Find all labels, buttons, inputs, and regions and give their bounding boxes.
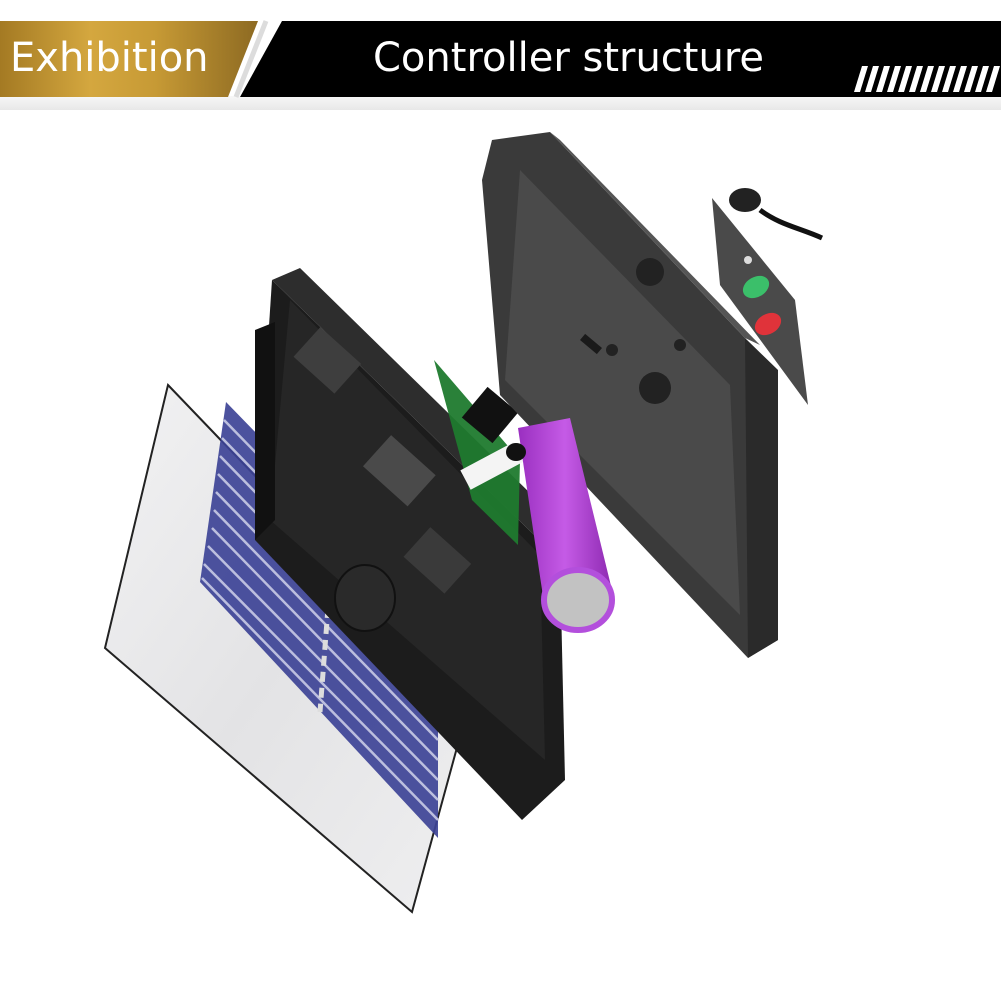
control-panel (712, 188, 824, 405)
header-banner: Exhibition Controller structure (0, 0, 1001, 120)
hatch-stripes-icon (854, 66, 1000, 92)
circuit-board (434, 360, 524, 545)
back-housing (482, 132, 778, 658)
gold-tab (0, 21, 258, 97)
battery (506, 418, 615, 633)
sensor-knob (334, 564, 396, 632)
off-button-icon (754, 312, 782, 336)
on-button-icon (742, 275, 770, 299)
black-tab (240, 21, 1001, 97)
page-title: Controller structure (373, 35, 764, 81)
exhibition-label: Exhibition (10, 35, 209, 81)
banner-background (0, 20, 1001, 110)
cable-connector (729, 188, 761, 212)
